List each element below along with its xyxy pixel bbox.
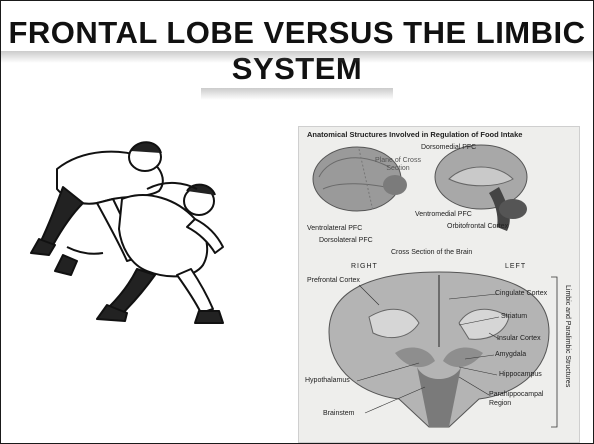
- label-brainstem: Brainstem: [323, 410, 355, 418]
- side-left-label: LEFT: [505, 263, 526, 271]
- label-parahippocampal-line1: Parahippocampal: [489, 391, 543, 399]
- label-amygdala: Amygdala: [495, 351, 526, 359]
- label-hippocampus: Hippocampus: [499, 371, 542, 379]
- title-reflection-2: [201, 88, 393, 100]
- bracket-label: Limbic and Paralimbic Structures: [564, 285, 571, 387]
- label-hypothalamus: Hypothalamus: [305, 377, 350, 385]
- title-line-1: FRONTAL LOBE VERSUS THE LIMBIC: [1, 15, 593, 51]
- label-prefrontal-cortex: Prefrontal Cortex: [307, 277, 360, 285]
- label-cingulate-cortex: Cingulate Cortex: [495, 290, 547, 298]
- label-striatum: Striatum: [501, 313, 527, 321]
- figure-title: Anatomical Structures Involved in Regula…: [307, 131, 522, 139]
- label-ventromedial-pfc: Ventromedial PFC: [415, 211, 472, 219]
- cross-section-title: Cross Section of the Brain: [391, 249, 472, 257]
- label-dorsomedial-pfc: Dorsomedial PFC: [421, 144, 476, 152]
- label-plane-of-cross-section: Plane of Cross Section: [375, 157, 421, 173]
- title-reflection-1: [1, 51, 593, 63]
- side-right-label: RIGHT: [351, 263, 378, 271]
- label-insular-cortex: Insular Cortex: [497, 335, 541, 343]
- label-ventrolateral-pfc: Ventrolateral PFC: [307, 225, 362, 233]
- label-dorsolateral-pfc: Dorsolateral PFC: [319, 237, 373, 245]
- wrestlers-illustration: [27, 129, 249, 325]
- label-parahippocampal-line2: Region: [489, 400, 511, 408]
- label-orbitofrontal-cortex: Orbitofrontal Cortex: [447, 223, 508, 231]
- brain-figure: Anatomical Structures Involved in Regula…: [298, 126, 580, 443]
